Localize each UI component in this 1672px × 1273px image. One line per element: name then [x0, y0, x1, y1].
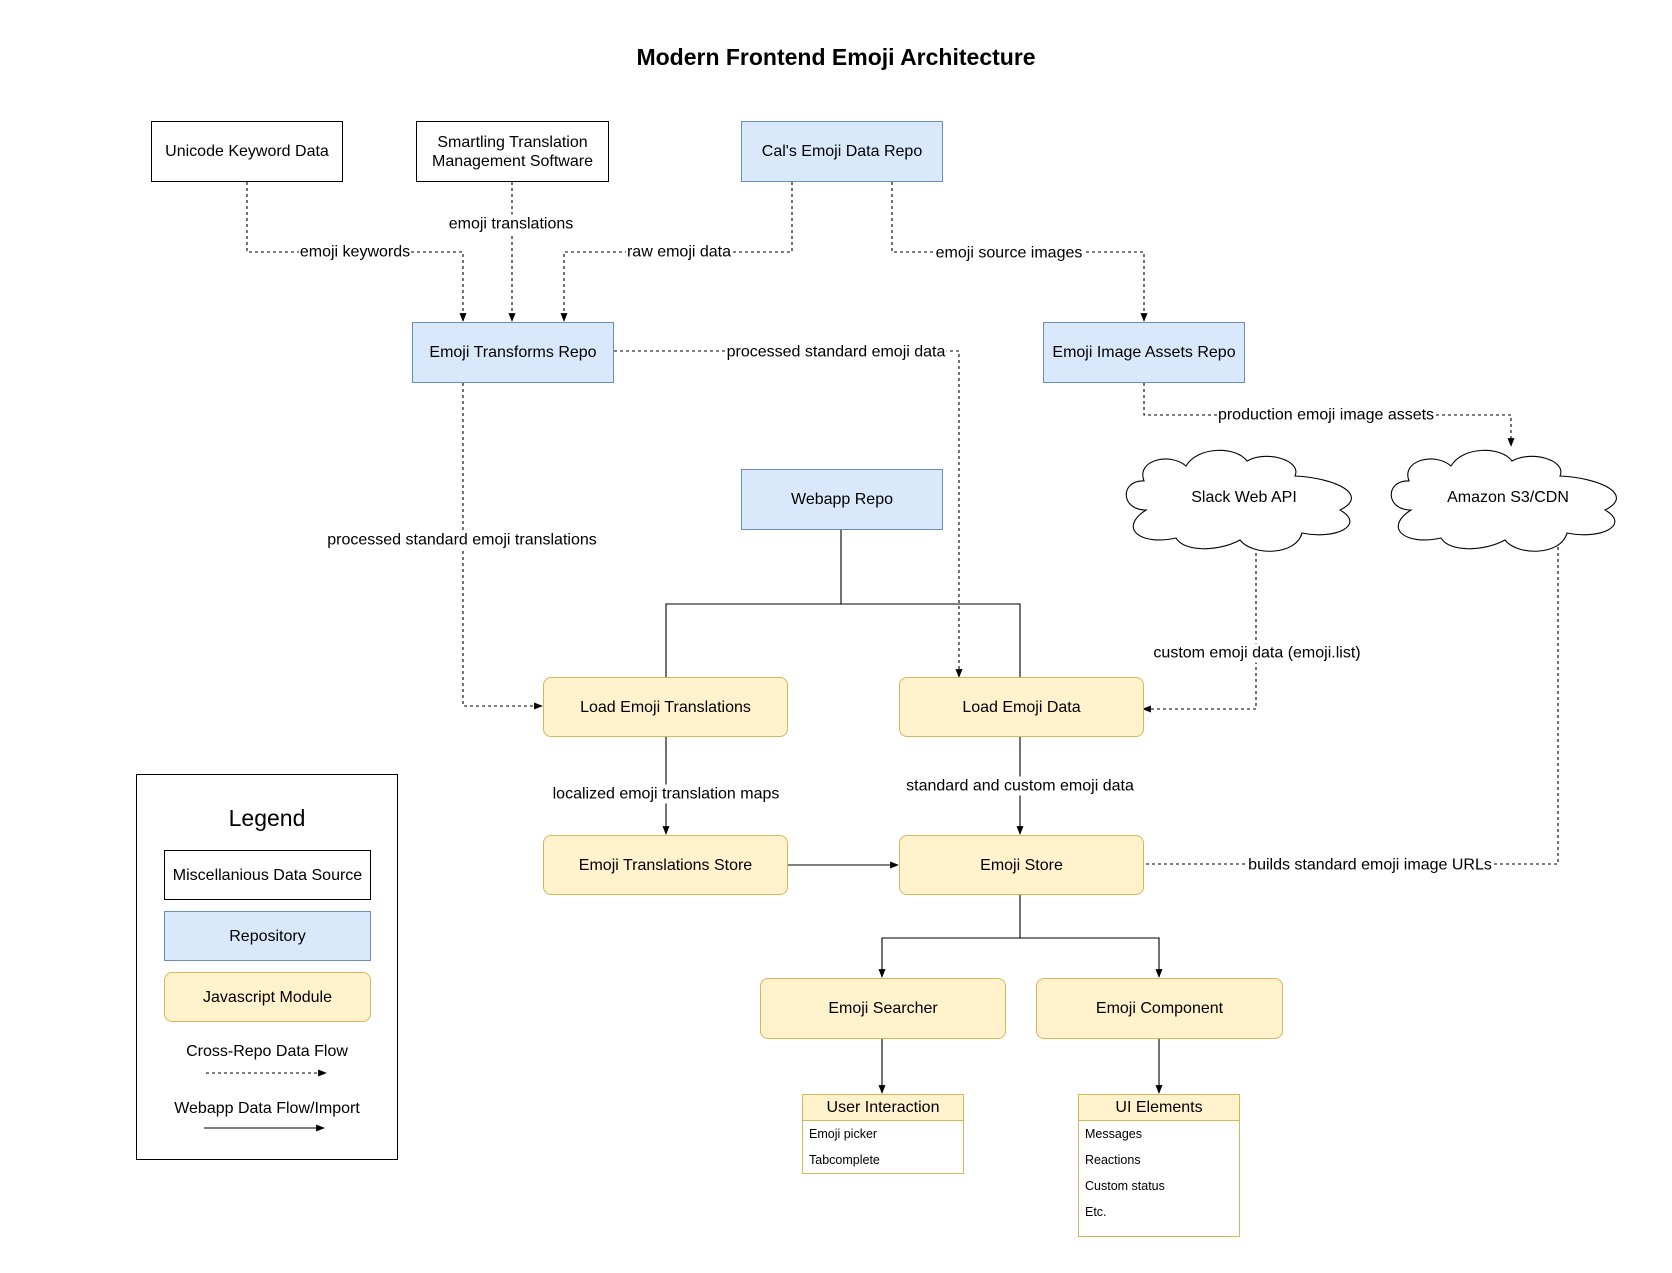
edge-label-emoji-translations: emoji translations [447, 214, 575, 234]
edge-label-localized-maps: localized emoji translation maps [551, 784, 781, 804]
list-item: Etc. [1085, 1205, 1107, 1219]
diagram-title: Modern Frontend Emoji Architecture [636, 44, 1036, 70]
edge-webapp-to-load-data [841, 603, 1021, 677]
ui-elements-title: UI Elements [1079, 1095, 1239, 1121]
user-interaction-title: User Interaction [803, 1095, 963, 1121]
load-emoji-translations-node: Load Emoji Translations [543, 677, 788, 737]
edge-store-to-searcher [878, 895, 1021, 978]
edge-label-standard-custom: standard and custom emoji data [905, 776, 1135, 796]
user-interaction-box: User Interaction Emoji picker Tabcomplet… [802, 1094, 964, 1174]
slack-web-api-label: Slack Web API [1191, 489, 1297, 506]
emoji-component-node: Emoji Component [1036, 978, 1283, 1039]
edge-store-to-component [1020, 937, 1163, 978]
legend-webapp-flow-label: Webapp Data Flow/Import [174, 1100, 360, 1117]
legend-cross-repo-label: Cross-Repo Data Flow [186, 1043, 348, 1060]
list-item: Messages [1085, 1127, 1142, 1141]
legend-module-swatch: Javascript Module [164, 972, 371, 1022]
list-item: Tabcomplete [809, 1153, 880, 1167]
edge-label-emoji-keywords: emoji keywords [298, 242, 412, 262]
emoji-transforms-repo-node: Emoji Transforms Repo [412, 322, 614, 383]
legend-misc-swatch: Miscellanious Data Source [164, 850, 371, 900]
edge-webapp-to-load-translations [665, 530, 842, 677]
edge-emoji-store-to-s3 [1146, 543, 1559, 865]
edge-label-processed-standard-emoji-data: processed standard emoji data [725, 342, 947, 362]
edge-label-production-assets: production emoji image assets [1216, 405, 1436, 425]
emoji-image-assets-repo-node: Emoji Image Assets Repo [1043, 322, 1245, 383]
legend-repo-swatch: Repository [164, 911, 371, 961]
list-item: Emoji picker [809, 1127, 878, 1141]
amazon-s3-cdn-cloud [1390, 449, 1617, 552]
edge-label-processed-translations: processed standard emoji translations [326, 530, 598, 550]
emoji-searcher-node: Emoji Searcher [760, 978, 1006, 1039]
unicode-keyword-data-node: Unicode Keyword Data [151, 121, 343, 182]
edge-label-custom-emoji-data: custom emoji data (emoji.list) [1152, 643, 1362, 663]
cals-emoji-data-repo-node: Cal's Emoji Data Repo [741, 121, 943, 182]
load-emoji-data-node: Load Emoji Data [899, 677, 1144, 737]
smartling-node: Smartling Translation Management Softwar… [416, 121, 609, 182]
webapp-repo-node: Webapp Repo [741, 469, 943, 530]
legend-title: Legend [228, 805, 306, 831]
edge-label-emoji-source-images: emoji source images [934, 243, 1084, 263]
legend-box: Legend Miscellanious Data Source Reposit… [136, 774, 398, 1160]
edge-unicode-to-transforms [246, 182, 467, 322]
list-item: Custom status [1085, 1179, 1165, 1193]
edge-label-image-urls: builds standard emoji image URLs [1247, 855, 1493, 875]
edge-image-assets-to-s3 [1143, 383, 1515, 447]
slack-web-api-cloud [1125, 449, 1352, 552]
edge-slack-api-to-load-data [1142, 547, 1257, 713]
list-item: Reactions [1085, 1153, 1141, 1167]
emoji-store-node: Emoji Store [899, 835, 1144, 895]
ui-elements-box: UI Elements Messages Reactions Custom st… [1078, 1094, 1240, 1237]
edge-cals-to-transforms [560, 182, 793, 322]
amazon-s3-cdn-label: Amazon S3/CDN [1447, 489, 1569, 506]
edge-cals-to-image-assets [891, 182, 1148, 322]
edge-label-raw-emoji-data: raw emoji data [625, 242, 733, 262]
emoji-translations-store-node: Emoji Translations Store [543, 835, 788, 895]
